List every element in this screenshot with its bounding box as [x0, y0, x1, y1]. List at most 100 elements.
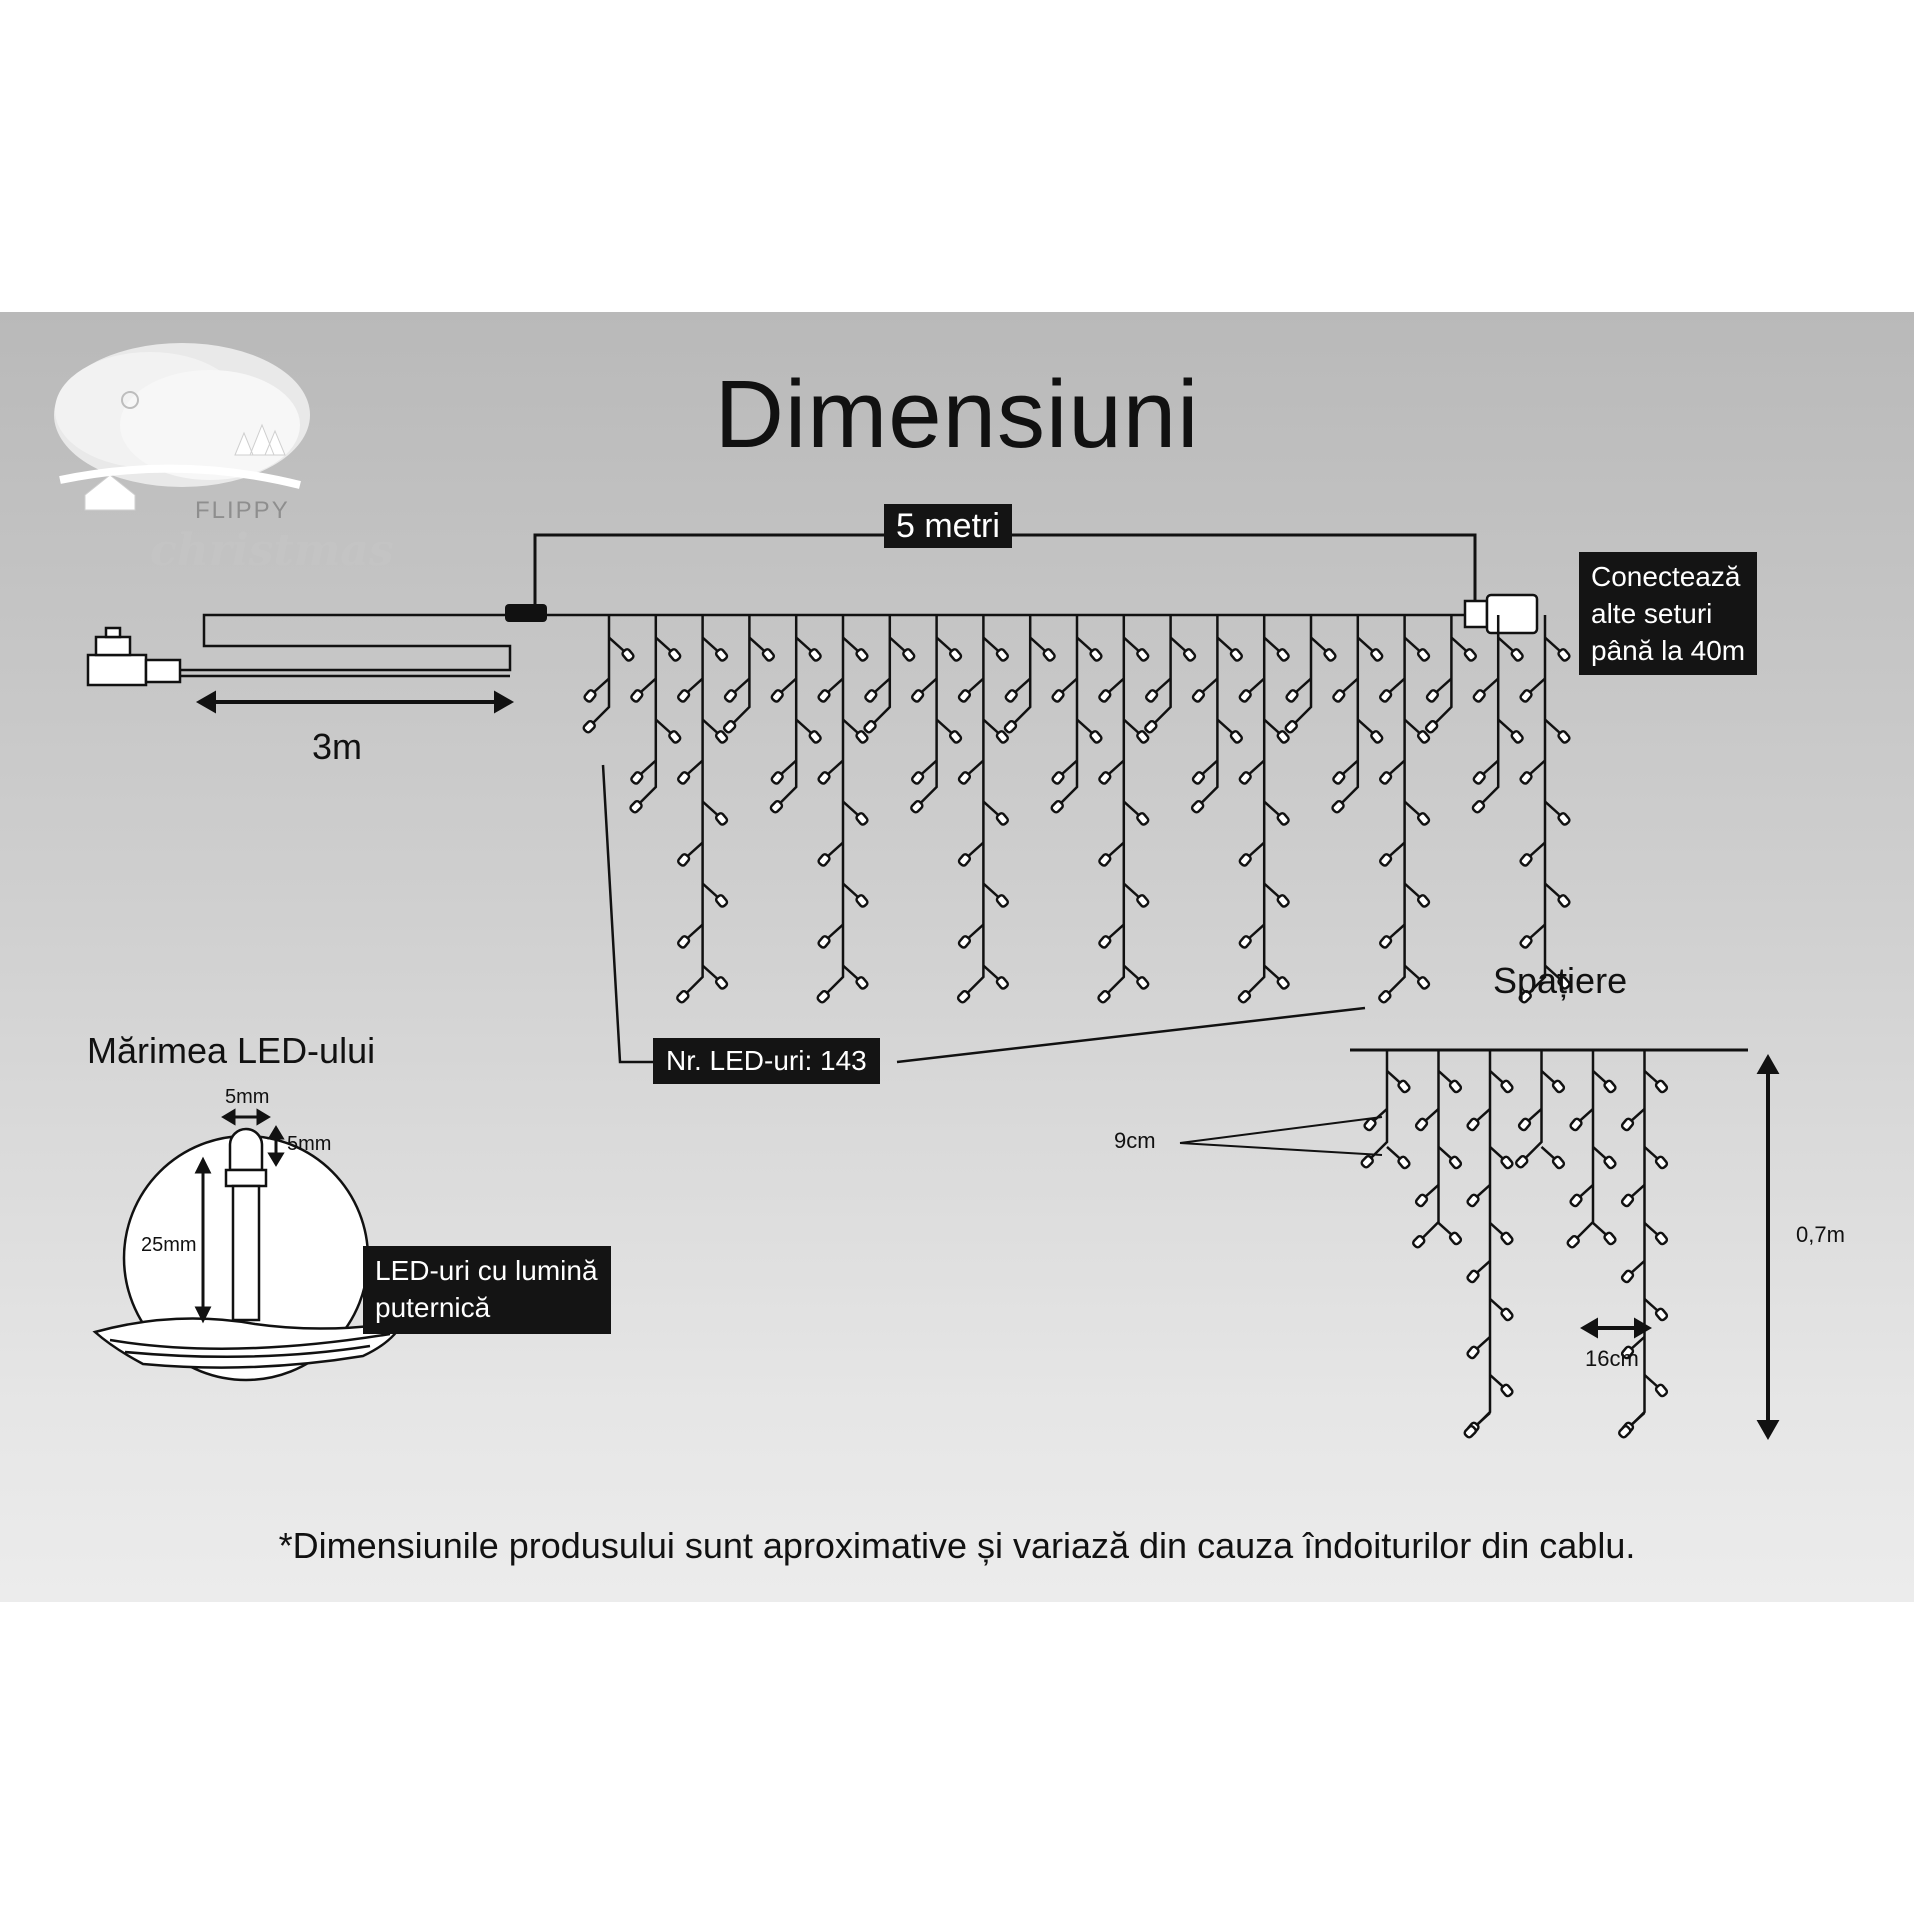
led-bulb	[1276, 894, 1290, 908]
led-bulb	[1238, 689, 1252, 703]
drop-wire	[1385, 615, 1406, 996]
lead-cable	[180, 613, 1465, 678]
drop-wire	[870, 615, 892, 726]
led-bulb	[1360, 1155, 1374, 1169]
led-bulb	[957, 771, 972, 785]
led-bulb	[1370, 648, 1384, 662]
led-bulb	[957, 935, 972, 949]
led-bulb	[995, 894, 1009, 908]
led-bulb	[714, 976, 729, 990]
led-tip-label: 5mm	[287, 1133, 332, 1155]
led-bulb	[948, 648, 963, 662]
led-bulb	[1191, 771, 1206, 785]
led-bulb	[1510, 648, 1524, 662]
led-bulb	[1276, 976, 1290, 990]
led-bulb	[1618, 1425, 1632, 1439]
drop-wire	[1151, 615, 1172, 726]
led-bulb	[1448, 1155, 1463, 1170]
led-bulb	[1145, 689, 1159, 703]
led-bulb	[1424, 720, 1439, 734]
led-bulb	[808, 648, 822, 662]
drop-wire	[1432, 615, 1453, 726]
led-bulb	[1500, 1079, 1514, 1094]
led-bulb	[1654, 1231, 1669, 1246]
led-bulb	[1425, 689, 1440, 703]
led-bulb	[1397, 1155, 1411, 1170]
led-bulb	[911, 689, 925, 703]
led-bulb	[863, 720, 877, 734]
led-bulb	[1136, 648, 1150, 662]
spacing-arrows	[1580, 1053, 1780, 1441]
led-bulb	[1654, 1155, 1669, 1170]
led-bulb	[808, 730, 822, 744]
led-bulb	[1098, 689, 1112, 703]
led-bulb	[770, 771, 784, 785]
led-bulb	[1519, 771, 1533, 785]
led-bulb	[677, 771, 691, 785]
drop-wire	[1011, 615, 1032, 726]
led-bulb	[1466, 1269, 1480, 1284]
led-bulb	[855, 976, 869, 990]
led-count-label: Nr. LED-uri: 143	[653, 1038, 880, 1084]
spacing-horizontal-label: 16cm	[1585, 1346, 1639, 1371]
spacing-drops	[1360, 1050, 1669, 1439]
led-bulb	[1414, 1193, 1429, 1208]
lead-dimension-arrow	[195, 690, 515, 714]
led-bulb	[1500, 1383, 1514, 1398]
led-bulb	[1238, 935, 1252, 949]
drop-wire	[1338, 615, 1360, 806]
led-bulb	[1378, 990, 1392, 1004]
led-bulb	[1379, 935, 1393, 949]
led-bulb	[583, 689, 597, 703]
led-bulb	[1332, 771, 1346, 785]
led-bulb	[1097, 990, 1111, 1004]
drop-wire	[777, 615, 798, 806]
led-size-detail	[92, 1108, 406, 1382]
led-bulb	[1285, 689, 1299, 703]
led-bulb	[1042, 648, 1056, 662]
led-bulb	[1191, 689, 1206, 703]
led-bulb	[816, 990, 830, 1004]
led-bulb	[1448, 1079, 1463, 1094]
led-bulb	[817, 853, 831, 867]
led-bulb	[1519, 689, 1533, 703]
led-bulb	[1463, 648, 1477, 662]
led-bulb	[1229, 730, 1243, 744]
led-bulb	[1050, 800, 1064, 814]
led-bulb	[1471, 800, 1486, 814]
led-bulb	[1466, 1345, 1480, 1360]
led-bulb	[677, 853, 691, 867]
led-bulb	[1416, 648, 1431, 662]
led-bulb	[1466, 1117, 1480, 1132]
led-bulb	[995, 648, 1009, 662]
drop-wire	[1198, 615, 1219, 806]
led-bulb	[1051, 771, 1065, 785]
twisted-wire	[92, 1317, 406, 1369]
led-bulb	[1136, 894, 1150, 908]
drop-wire	[590, 615, 611, 726]
led-bulb	[1620, 1117, 1635, 1132]
led-bulb	[1416, 730, 1431, 744]
led-bulb	[1237, 990, 1252, 1004]
led-bulb	[1515, 1155, 1529, 1169]
led-bulb	[948, 730, 963, 744]
led-bulb	[1466, 1193, 1480, 1208]
logo-brand-text: FLIPPY	[195, 497, 290, 524]
led-bulb	[1004, 689, 1018, 703]
led-size-arrows	[194, 1108, 285, 1324]
led-bulb-icon	[224, 1127, 268, 1322]
led-bulb	[723, 689, 738, 703]
footnote: *Dimensiunile produsului sunt aproximati…	[278, 1525, 1636, 1566]
led-bulb	[1510, 730, 1524, 744]
led-bulb	[1500, 1155, 1514, 1170]
led-bulb	[1472, 689, 1486, 703]
drop-wire	[1292, 615, 1313, 726]
led-bulb	[1136, 730, 1150, 744]
led-bulb	[1276, 730, 1290, 744]
led-bulb	[1238, 771, 1252, 785]
led-bulb	[1414, 1117, 1429, 1132]
led-bulb	[1519, 853, 1533, 867]
spacing-drop-label: 0,7m	[1796, 1222, 1845, 1247]
led-bulb	[817, 935, 831, 949]
